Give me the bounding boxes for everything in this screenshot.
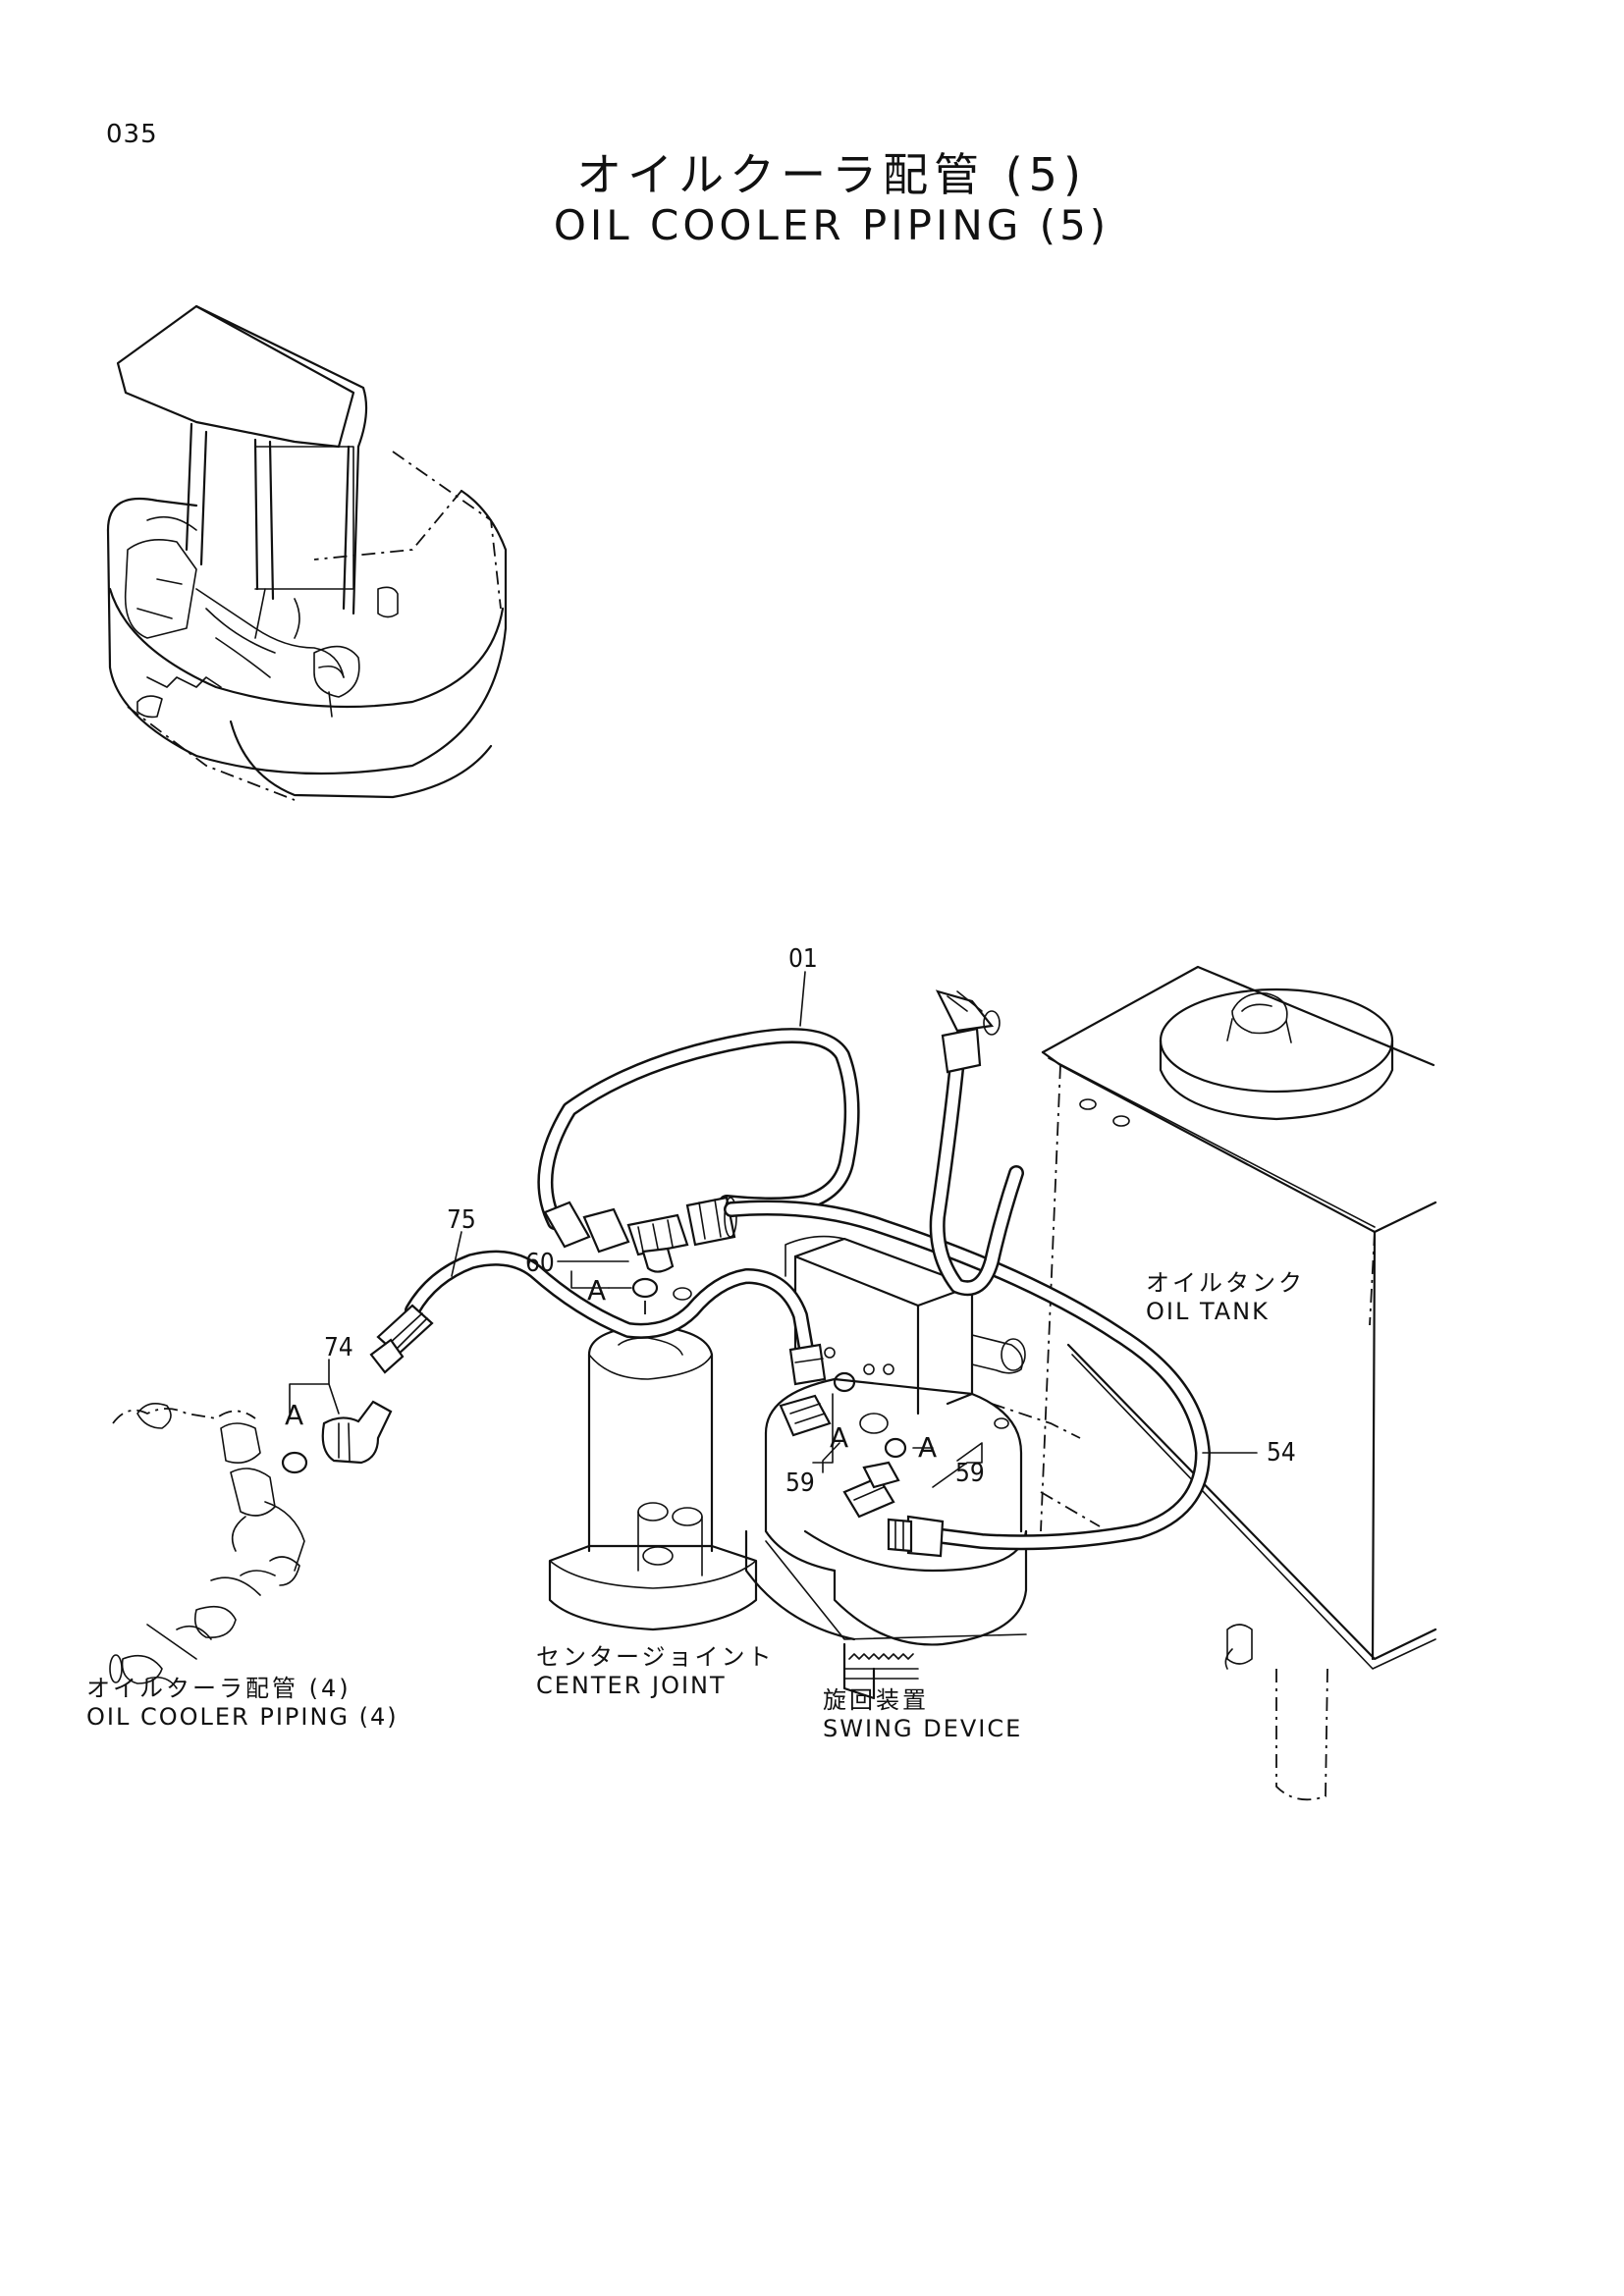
swing-device-label-jp: 旋回装置	[823, 1686, 929, 1714]
swing-device-drawing	[744, 1235, 1028, 1700]
hose-to-tank-top	[929, 989, 1024, 1297]
oil-cooler-piping-4-drawing	[109, 1403, 305, 1689]
o-ring-60	[631, 1277, 659, 1299]
tee-fitting	[626, 1196, 737, 1273]
leader-lines	[289, 971, 1258, 1488]
elbow-fitting-74	[281, 1400, 393, 1474]
hose-01	[537, 1028, 860, 1254]
center-joint-label-en: CENTER JOINT	[536, 1672, 727, 1699]
part-number-74: 74	[324, 1333, 353, 1362]
swing-device-label-en: SWING DEVICE	[823, 1715, 1023, 1742]
hose-75	[369, 1250, 827, 1386]
oil-tank-label-jp: オイルタンク	[1146, 1269, 1305, 1297]
oil-tank-drawing	[1040, 965, 1437, 1801]
callout-a-59-right: A	[918, 1431, 938, 1464]
part-number-54: 54	[1267, 1438, 1296, 1468]
page-title-jp: オイルクーラ配管 (5)	[576, 148, 1087, 201]
fitting-59-right	[842, 1437, 907, 1519]
callout-a-60: A	[587, 1274, 607, 1307]
part-number-59-right: 59	[955, 1459, 985, 1488]
center-joint-drawing	[548, 1323, 758, 1631]
center-joint-label-jp: センタージョイント	[536, 1643, 775, 1671]
oil-tank-label-en: OIL TANK	[1146, 1298, 1270, 1325]
oil-cooler-piping-4-label-jp: オイルクーラ配管 (4)	[86, 1675, 352, 1702]
fitting-59-left	[779, 1371, 856, 1437]
hose-54	[724, 1200, 1211, 1558]
part-number-01: 01	[788, 944, 818, 974]
machine-overview-illustration	[106, 304, 508, 801]
callout-a-59-left: A	[830, 1421, 849, 1454]
part-number-60: 60	[525, 1249, 555, 1278]
callout-a-74: A	[285, 1399, 304, 1431]
part-number-75: 75	[447, 1205, 476, 1235]
page-title-en: OIL COOLER PIPING (5)	[553, 201, 1110, 249]
part-number-59-left: 59	[785, 1468, 815, 1498]
oil-cooler-piping-4-label-en: OIL COOLER PIPING (4)	[86, 1703, 399, 1731]
page-number: 035	[106, 120, 158, 149]
